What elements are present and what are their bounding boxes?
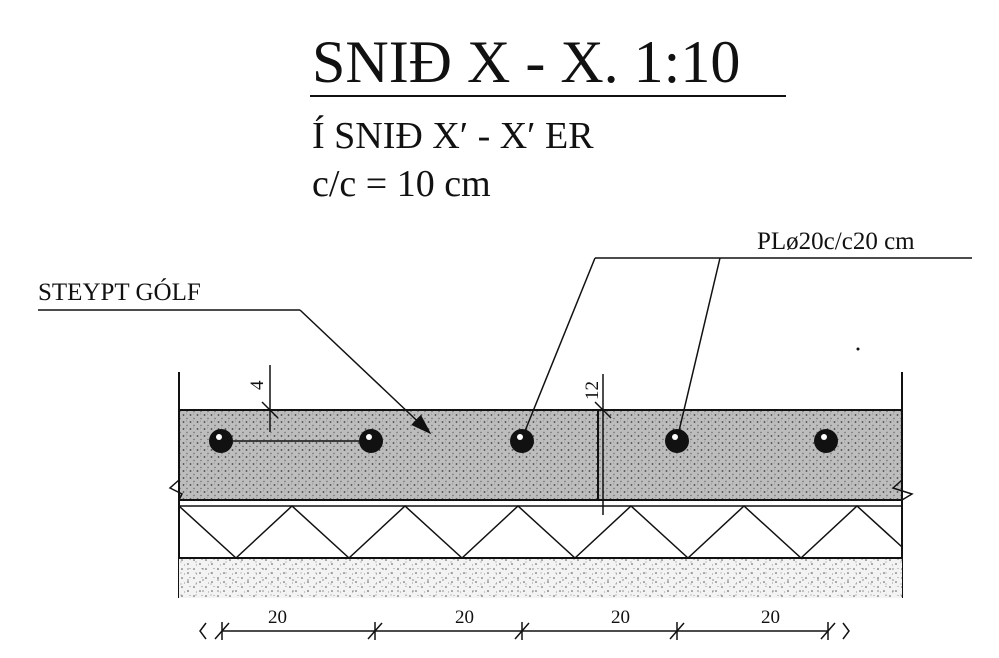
thickness-dimension: [594, 374, 612, 515]
stray-dot: [856, 347, 860, 351]
spacing-dimension: [199, 622, 850, 640]
right-break-mark: [891, 479, 914, 501]
heating-pipes: [209, 429, 838, 453]
insulation-layer: [178, 499, 903, 560]
pipe-3: [510, 429, 534, 453]
subtitle-line-2: c/c = 10 cm: [312, 163, 491, 205]
drawing-title: SNIÐ X - X. 1:10: [312, 29, 740, 95]
spacing-label-1: 20: [268, 607, 287, 628]
cover-dimension-left-label: 4: [247, 380, 268, 390]
pipe-leader-1: [524, 257, 596, 432]
spacing-label-4: 20: [761, 607, 780, 628]
pipe-label: PLø20c/c20 cm: [757, 228, 915, 255]
pipe-leader-2: [678, 257, 721, 432]
subtitle-line-1: Í SNIÐ X′ - X′ ER: [312, 115, 594, 157]
spacing-label-2: 20: [455, 607, 474, 628]
concrete-slab: [178, 409, 903, 501]
spacing-label-3: 20: [611, 607, 630, 628]
floor-label: STEYPT GÓLF: [38, 278, 201, 306]
left-break-mark: [168, 479, 184, 501]
floor-leader-arrow: [299, 309, 432, 435]
cover-dimension-left: [261, 365, 279, 432]
thickness-dimension-label: 12: [582, 381, 603, 400]
pipe-1: [209, 429, 233, 453]
gravel-base: [179, 557, 902, 598]
pipe-2: [359, 429, 383, 453]
pipe-4: [665, 429, 689, 453]
pipe-5: [814, 429, 838, 453]
